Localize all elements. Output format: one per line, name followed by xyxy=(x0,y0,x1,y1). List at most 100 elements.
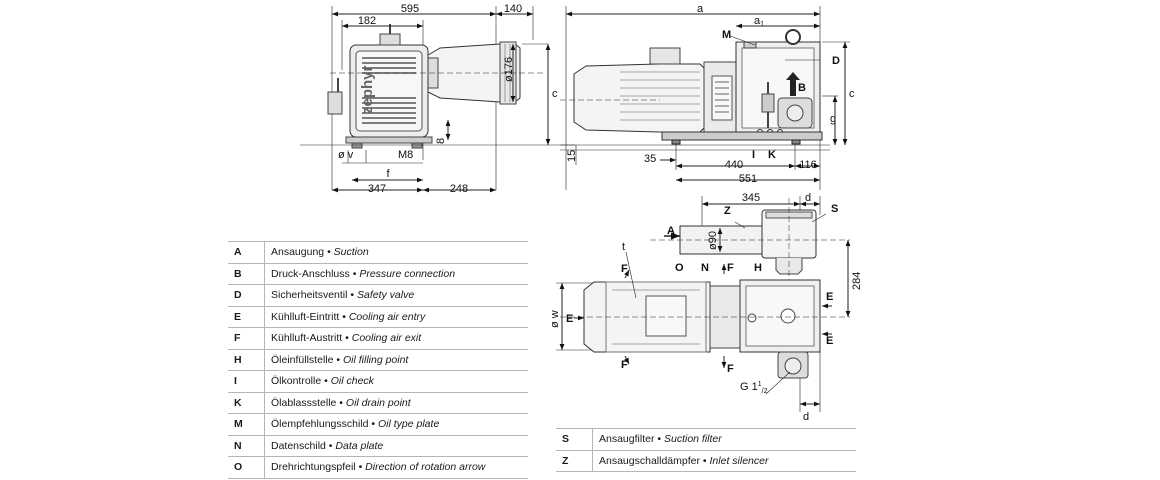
dim-35: 35 xyxy=(644,153,656,165)
label-o: O xyxy=(675,262,684,274)
legend-separator: • xyxy=(342,310,346,323)
dim-d-bottom: d xyxy=(803,411,809,423)
dim-440: 440 xyxy=(725,159,743,171)
legend-description: Öleinfüllstelle • Oil filling point xyxy=(264,348,528,371)
label-h: H xyxy=(754,262,762,274)
legend-description: Ölempfehlungsschild • Oil type plate xyxy=(264,413,528,436)
legend-separator: • xyxy=(358,461,363,474)
legend-description: Ansaugung • Suction xyxy=(264,241,528,264)
legend-english: Data plate xyxy=(335,439,384,452)
legend-german: Kühlluft-Eintritt xyxy=(271,310,340,323)
legend-key: H xyxy=(228,348,265,371)
label-e-right-top: E xyxy=(826,291,833,303)
legend-description: Kühlluft-Eintritt • Cooling air entry xyxy=(264,305,528,328)
dim-a1: a1 xyxy=(754,15,764,28)
legend-key: O xyxy=(228,456,265,479)
legend-description: Ölablassstelle • Oil drain point xyxy=(264,391,528,414)
legend-key: I xyxy=(228,370,265,393)
legend-english: Direction of rotation arrow xyxy=(365,461,486,474)
legend-key: F xyxy=(228,327,265,350)
legend-description: Ölkontrolle • Oil check xyxy=(264,370,528,393)
legend-german: Ölablassstelle xyxy=(271,396,337,409)
legend-english: Pressure connection xyxy=(359,267,456,280)
legend-german: Druck-Anschluss xyxy=(271,267,350,280)
legend-key: D xyxy=(228,284,265,307)
dim-f: f xyxy=(386,168,390,180)
dim-w: ø w xyxy=(549,310,561,328)
label-e-right-bottom: E xyxy=(826,335,833,347)
label-b: B xyxy=(798,82,806,94)
legend-english: Cooling air entry xyxy=(348,310,426,323)
legend-german: Sicherheitsventil xyxy=(271,289,348,302)
dim-c-side: c xyxy=(849,88,855,100)
legend-english: Inlet silencer xyxy=(709,454,769,467)
dim-8: 8 xyxy=(435,138,447,144)
legend-key: E xyxy=(228,305,265,328)
dim-v: ø v xyxy=(338,149,354,161)
dim-595: 595 xyxy=(401,3,419,15)
legend-key: S xyxy=(556,428,593,451)
dim-c-front: c xyxy=(552,88,558,100)
svg-text:zephyr: zephyr xyxy=(359,65,376,114)
top-view xyxy=(556,196,851,412)
legend-english: Oil filling point xyxy=(342,353,409,366)
brand-logo: zephyr xyxy=(359,65,376,114)
dim-140: 140 xyxy=(504,3,522,15)
label-f-top-right: F xyxy=(727,262,734,274)
side-view xyxy=(560,6,850,190)
label-n: N xyxy=(701,262,709,274)
dim-15: 15 xyxy=(566,150,578,162)
legend-separator: • xyxy=(339,396,343,409)
legend-english: Oil check xyxy=(330,375,374,388)
legend-separator: • xyxy=(327,246,331,259)
legend-key: M xyxy=(228,413,265,436)
dim-g1-half: G 11/2 xyxy=(740,381,768,395)
legend-separator: • xyxy=(352,267,357,280)
legend-description: Drehrichtungspfeil • Direction of rotati… xyxy=(264,456,528,479)
label-k: K xyxy=(768,149,776,161)
legend-separator: • xyxy=(702,454,707,467)
legend-separator: • xyxy=(336,353,341,366)
legend-german: Ölempfehlungsschild xyxy=(271,418,369,431)
legend-german: Drehrichtungspfeil xyxy=(271,461,356,474)
dim-116: 116 xyxy=(799,159,817,171)
legend-key: B xyxy=(228,262,265,285)
legend-key: K xyxy=(228,391,265,414)
dim-284: 284 xyxy=(851,272,863,290)
legend-english: Suction xyxy=(333,246,369,259)
legend-description: Sicherheitsventil • Safety valve xyxy=(264,284,528,307)
label-z: Z xyxy=(724,205,731,217)
dim-g: g xyxy=(830,113,836,125)
legend-separator: • xyxy=(328,439,333,452)
legend-separator: • xyxy=(324,375,328,388)
legend-description: Datenschild • Data plate xyxy=(264,434,528,457)
dim-347: 347 xyxy=(368,183,386,195)
legend-separator: • xyxy=(371,418,376,431)
legend-german: Ölkontrolle xyxy=(271,375,322,388)
label-a: A xyxy=(667,225,675,237)
legend-description: Kühlluft-Austritt • Cooling air exit xyxy=(264,327,528,350)
front-view xyxy=(300,6,575,193)
legend-english: Suction filter xyxy=(663,433,722,446)
legend-description: Ansaugschalldämpfer • Inlet silencer xyxy=(592,449,856,472)
dim-182: 182 xyxy=(358,15,376,27)
label-f-bottom-left: F xyxy=(621,359,628,371)
dim-345: 345 xyxy=(742,192,760,204)
legend-key: N xyxy=(228,434,265,457)
legend-description: Druck-Anschluss • Pressure connection xyxy=(264,262,528,285)
label-e-left: E xyxy=(566,313,573,325)
legend-english: Oil type plate xyxy=(378,418,440,431)
legend-german: Ansaugschalldämpfer xyxy=(599,454,700,467)
legend-english: Cooling air exit xyxy=(351,332,422,345)
label-s: S xyxy=(831,203,838,215)
